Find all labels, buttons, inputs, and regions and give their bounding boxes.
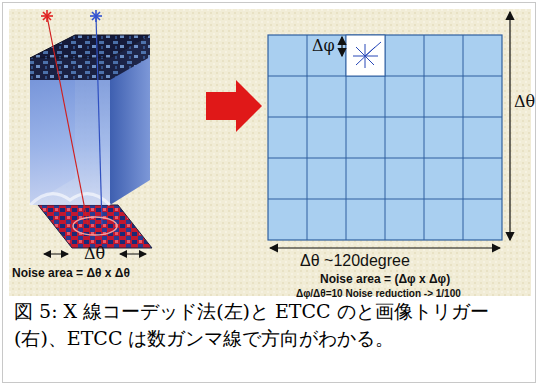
dimension-label: Δθ [514,92,535,111]
noise-area-note: Noise area = (Δφ x Δφ) [320,272,450,286]
figure-caption: 図 5: X 線コーデッド法(左)と ETCC のと画像トリガー(右)、ETCC… [14,298,524,352]
dimension-label: Δθ ~120degree [300,252,410,270]
dimension-label: Δθ [84,244,105,263]
noise-area-note: Noise area = Δθ x Δθ [12,266,130,280]
noise-reduction-note: Δφ/Δθ=10 Noise reduction -> 1/100 [296,288,461,299]
dimension-label: Δφ [312,36,335,55]
